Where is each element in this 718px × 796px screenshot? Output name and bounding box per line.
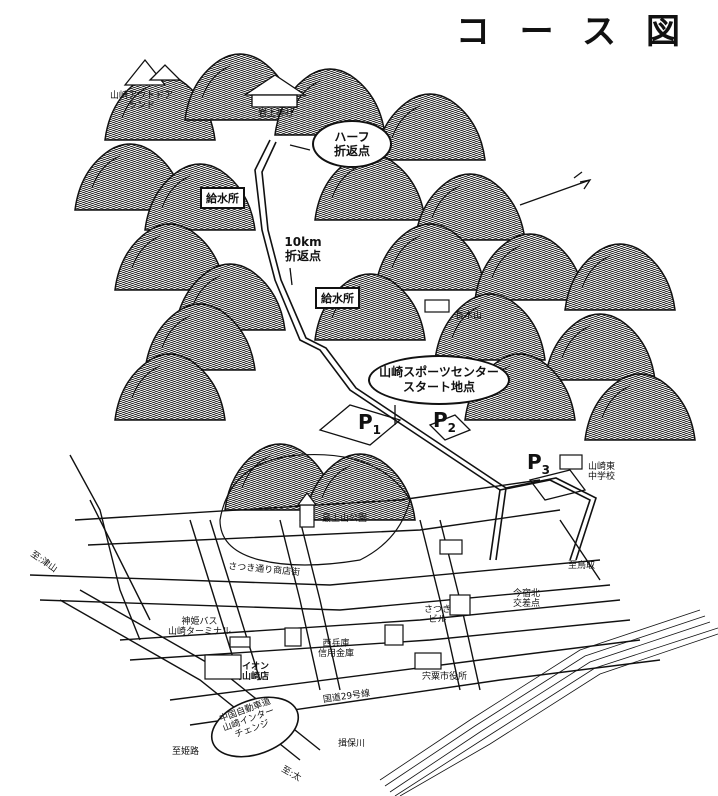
label-ibo-river: 揖保川 bbox=[338, 739, 366, 749]
label-shinki-bus: 神姫バス 山崎ターミナル bbox=[168, 617, 232, 637]
road-network bbox=[29, 454, 661, 761]
start-point-bubble: 山崎スポーツセンター スタート地点 bbox=[368, 355, 510, 405]
water-station-2: 給水所 bbox=[315, 287, 360, 309]
north-arrow-icon bbox=[519, 171, 592, 206]
label-saijosan-park: 最上山公園 bbox=[322, 514, 368, 524]
shrine-icon bbox=[242, 74, 308, 108]
parking-lots bbox=[318, 404, 587, 501]
course-route bbox=[254, 139, 597, 561]
tower-icon bbox=[296, 492, 318, 528]
label-shiso-city-hall: 宍粟市役所 bbox=[422, 672, 468, 682]
label-nagamizu-yama: 長水山 bbox=[455, 311, 483, 321]
tent-icon bbox=[123, 58, 182, 86]
page-title: コース図 bbox=[455, 12, 710, 52]
ten-km-turn-label: 10km 折返点 bbox=[284, 235, 322, 264]
buildings bbox=[204, 299, 583, 680]
half-turn-bubble: ハーフ 折返点 bbox=[312, 120, 392, 168]
label-yamasaki-outdoor: 山崎アウトドア ランド bbox=[110, 91, 174, 111]
parking-p2: P2 bbox=[433, 408, 457, 435]
expressway-interchange bbox=[210, 696, 300, 758]
mountain-range bbox=[74, 53, 696, 521]
label-satsuki-building: さつき ビル bbox=[424, 605, 452, 625]
river bbox=[379, 609, 718, 796]
label-nishi-hyogo-bank: 西兵庫 信用金庫 bbox=[318, 639, 355, 659]
parking-p1: P1 bbox=[358, 410, 382, 437]
park-outline bbox=[219, 453, 411, 566]
label-yamasaki-east-jhs: 山崎東 中学校 bbox=[588, 462, 616, 482]
label-iwagami-shrine: 岩上神社 bbox=[258, 109, 295, 119]
label-to-himeji: 至姫路 bbox=[172, 747, 200, 757]
water-station-1: 給水所 bbox=[200, 187, 245, 209]
label-aeon: イオン 山崎店 bbox=[242, 662, 270, 682]
callout-pointers bbox=[289, 144, 396, 425]
label-to-tottori: 至鳥取 bbox=[568, 561, 596, 571]
parking-p3: P3 bbox=[527, 450, 551, 477]
label-imajuku-kita: 今宿北 交差点 bbox=[513, 589, 541, 609]
